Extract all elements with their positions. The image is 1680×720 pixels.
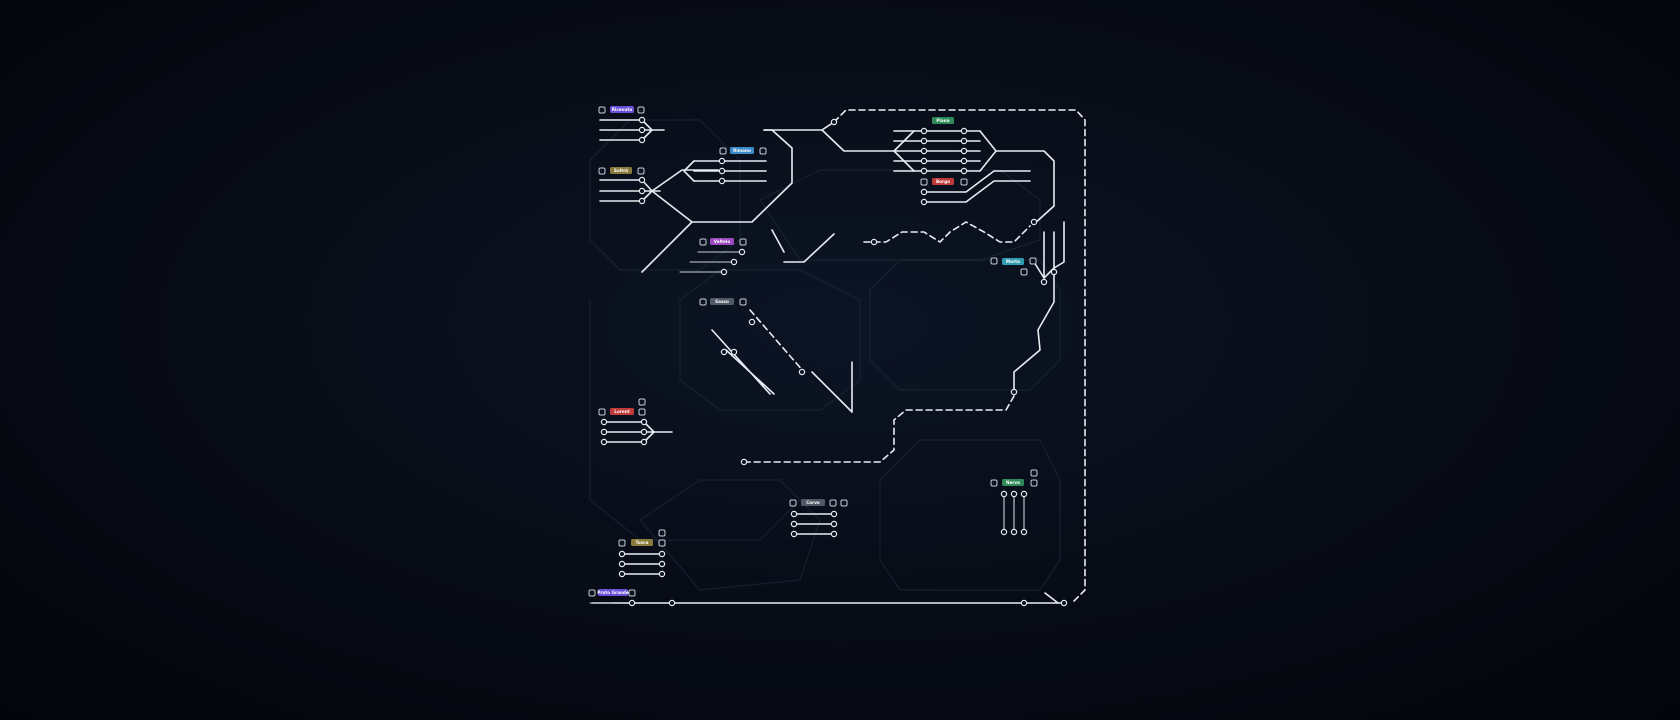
station-name: Lorent [614,409,629,414]
station-name: Valtelo [714,239,731,244]
station-name: Corvo [806,500,820,505]
zone-outlines [589,119,1061,591]
station-name: Tosca [636,540,649,545]
station-name: Rimano [733,148,751,153]
station-label-ricevuto[interactable]: Ricevuto [610,106,634,113]
station-name: Borgo [936,179,950,184]
station-labels[interactable]: Ricevuto Soltrà Rimano Piana Borgo Valte… [597,106,1024,596]
station-label-morta[interactable]: Morta [1002,258,1024,265]
station-name: Sasso [715,299,729,304]
station-label-piana[interactable]: Piana [932,117,954,124]
station-label-soltra[interactable]: Soltrà [610,167,632,174]
tracks [589,109,1086,604]
station-label-tosca[interactable]: Tosca [631,539,653,546]
station-name: Morta [1006,259,1020,264]
station-label-prato-grande[interactable]: Prato Grande [597,589,629,596]
depot-icons [588,106,1038,597]
station-name: Nerva [1006,480,1020,485]
station-label-rimano[interactable]: Rimano [730,147,754,154]
station-name: Ricevuto [612,107,633,112]
station-name: Prato Grande [597,590,629,595]
station-label-sasso[interactable]: Sasso [710,298,734,305]
station-label-valtelo[interactable]: Valtelo [710,238,734,245]
station-label-nerva[interactable]: Nerva [1002,479,1024,486]
station-label-borgo[interactable]: Borgo [932,178,954,185]
station-label-corvo[interactable]: Corvo [801,499,825,506]
station-name: Piana [936,118,949,123]
buffer-stops [600,116,1068,607]
station-name: Soltrà [614,168,628,173]
station-label-lorent[interactable]: Lorent [610,408,634,415]
